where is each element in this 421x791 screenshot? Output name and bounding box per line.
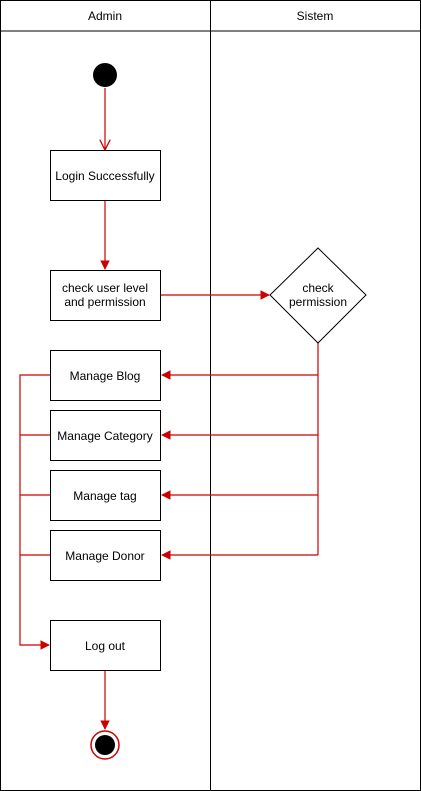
lane-title-admin: Admin xyxy=(88,9,122,23)
node-check-user-line2: and permission xyxy=(64,295,145,309)
node-check-user-level: check user level and permission xyxy=(50,270,161,321)
node-login: Login Successfully xyxy=(50,150,161,201)
node-check-perm-line2: permission xyxy=(289,295,347,309)
node-manage-category-label: Manage Category xyxy=(57,429,152,443)
node-manage-category: Manage Category xyxy=(50,410,161,461)
swimlane-sistem: Sistem xyxy=(210,0,421,791)
lane-title-sistem: Sistem xyxy=(297,9,334,23)
node-manage-tag: Manage tag xyxy=(50,470,161,521)
end-node xyxy=(90,730,120,760)
node-manage-tag-label: Manage tag xyxy=(73,489,136,503)
node-manage-donor: Manage Donor xyxy=(50,530,161,581)
node-manage-blog-label: Manage Blog xyxy=(70,369,141,383)
node-logout-label: Log out xyxy=(85,639,126,653)
node-check-user-line1: check user level xyxy=(62,281,148,295)
edge-left-trunk xyxy=(19,374,50,650)
node-check-perm-line1: check xyxy=(302,281,334,295)
node-check-permission: check permission xyxy=(269,247,367,344)
node-manage-blog: Manage Blog xyxy=(50,350,161,401)
node-manage-donor-label: Manage Donor xyxy=(65,549,144,563)
node-login-label: Login Successfully xyxy=(55,169,154,183)
node-logout: Log out xyxy=(50,620,161,671)
start-node xyxy=(93,63,117,87)
